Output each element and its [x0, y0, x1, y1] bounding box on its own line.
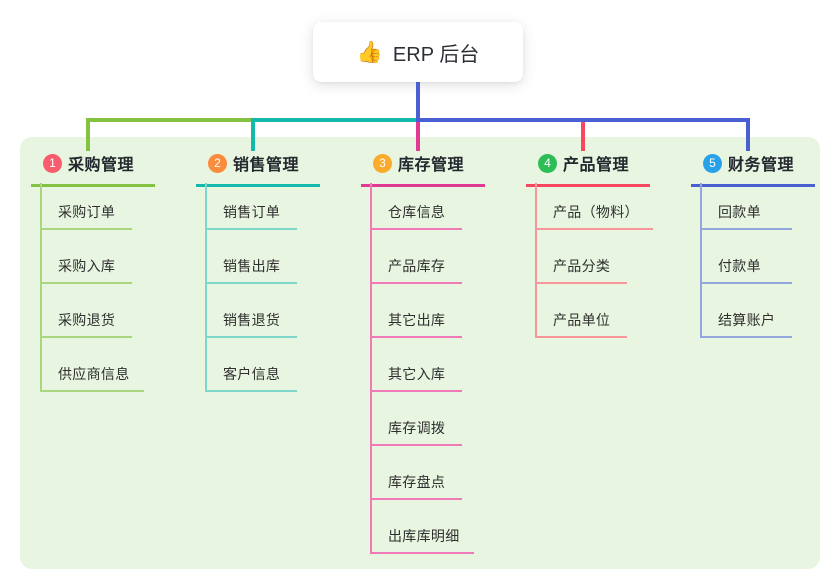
thumbs-up-icon: 👍: [356, 40, 383, 64]
branch-number-badge: 3: [373, 153, 392, 173]
branch-item[interactable]: 出库库明细: [370, 526, 474, 554]
connector-drop-branch-1: [86, 118, 90, 151]
branch-label: 库存管理: [398, 157, 465, 174]
branch-items-connector: [700, 183, 702, 338]
branch-item[interactable]: 销售退货: [205, 310, 297, 338]
connector-root-drop: [416, 82, 420, 118]
connector-drop-branch-5: [746, 118, 750, 151]
branch-header-5[interactable]: 5 财务管理: [691, 151, 815, 187]
branch-item[interactable]: 产品（物料）: [535, 202, 653, 230]
root-label: ERP 后台: [392, 43, 480, 66]
branch-item[interactable]: 采购入库: [40, 256, 132, 284]
branch-label: 销售管理: [233, 157, 300, 174]
branch-item[interactable]: 产品单位: [535, 310, 627, 338]
branch-item[interactable]: 库存调拨: [370, 418, 462, 446]
branch-header-4[interactable]: 4 产品管理: [526, 151, 650, 187]
branch-item[interactable]: 采购订单: [40, 202, 132, 230]
branch-label: 采购管理: [68, 157, 135, 174]
branch-item[interactable]: 产品库存: [370, 256, 462, 284]
branch-header-1[interactable]: 1 采购管理: [31, 151, 155, 187]
branch-label: 财务管理: [728, 157, 795, 174]
branch-item[interactable]: 销售订单: [205, 202, 297, 230]
branch-item[interactable]: 结算账户: [700, 310, 792, 338]
connector-bus-blue: [416, 118, 750, 122]
branch-number-badge: 4: [538, 153, 557, 173]
branch-item[interactable]: 仓库信息: [370, 202, 462, 230]
connector-drop-branch-3: [416, 118, 420, 151]
branch-item[interactable]: 回款单: [700, 202, 792, 230]
branch-header-3[interactable]: 3 库存管理: [361, 151, 485, 187]
branch-item[interactable]: 其它入库: [370, 364, 462, 392]
branch-item[interactable]: 客户信息: [205, 364, 297, 392]
branch-item[interactable]: 供应商信息: [40, 364, 144, 392]
root-node[interactable]: 👍 ERP 后台: [313, 22, 523, 82]
branch-item[interactable]: 库存盘点: [370, 472, 462, 500]
connector-drop-branch-2: [251, 118, 255, 151]
branch-item[interactable]: 产品分类: [535, 256, 627, 284]
branch-items-connector: [205, 183, 207, 392]
branch-item[interactable]: 付款单: [700, 256, 792, 284]
branches-panel: [20, 137, 820, 569]
branch-item[interactable]: 采购退货: [40, 310, 132, 338]
connector-bus-green: [86, 118, 255, 122]
branch-items-connector: [40, 183, 42, 392]
branch-items-connector: [370, 183, 372, 554]
branch-header-2[interactable]: 2 销售管理: [196, 151, 320, 187]
branch-number-badge: 1: [43, 153, 62, 173]
connector-bus-teal: [251, 118, 420, 122]
branch-number-badge: 2: [208, 153, 227, 173]
connector-drop-branch-4: [581, 118, 585, 151]
branch-item[interactable]: 销售出库: [205, 256, 297, 284]
branch-label: 产品管理: [563, 157, 630, 174]
branch-item[interactable]: 其它出库: [370, 310, 462, 338]
branch-items-connector: [535, 183, 537, 338]
branch-number-badge: 5: [703, 153, 722, 173]
